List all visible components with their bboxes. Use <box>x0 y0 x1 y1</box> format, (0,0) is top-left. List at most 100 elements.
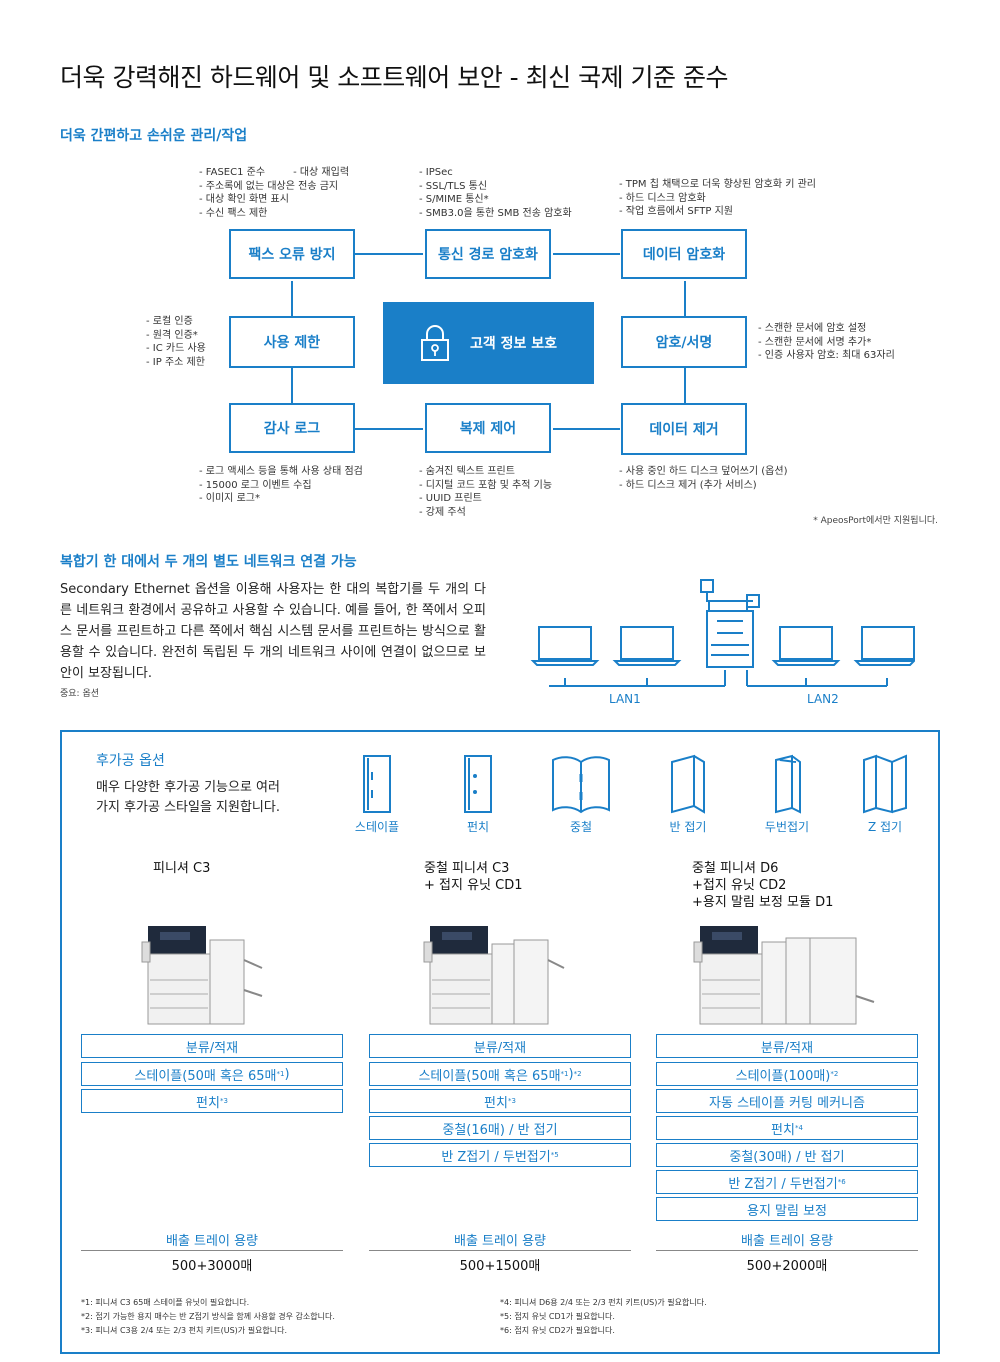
security-footnote: * ApeosPort에서만 지원됩니다. <box>813 516 938 526</box>
printer-finisher-d6-image <box>693 926 875 1025</box>
note-line: - IPSec <box>419 167 453 178</box>
spec-text: 펀치 <box>771 1122 795 1138</box>
spec-item: 자동 스테이플 커팅 메커니즘 <box>656 1089 918 1113</box>
connector-line <box>291 368 293 403</box>
feature-label: 펀치 <box>466 820 490 834</box>
note-line: - 로그 액세스 등을 통해 사용 상태 점검 <box>199 466 363 477</box>
page-title: 더욱 강력해진 하드웨어 및 소프트웨어 보안 - 최신 국제 기준 준수 <box>60 63 729 92</box>
model-2-name: 중철 피니셔 C3 + 접지 유닛 CD1 <box>424 860 523 894</box>
spec-text: 중철(16매) / 반 접기 <box>442 1122 558 1138</box>
footnote: *6: 접지 유닛 CD2가 필요합니다. <box>500 1326 615 1335</box>
note-line: - 스캔한 문서에 서명 추가* <box>758 336 872 348</box>
printer-icon <box>700 579 760 668</box>
note-line: - 대상 재입력 <box>293 167 350 178</box>
spec-text: 펀치 <box>196 1095 220 1111</box>
spec-item: 분류/적재 <box>81 1034 343 1058</box>
note-line: - 로컬 인증 <box>146 316 193 327</box>
note-line: - UUID 프린트 <box>419 493 482 504</box>
network-note: 중요: 옵션 <box>60 689 100 699</box>
spec-footnote-ref: *3 <box>219 1097 228 1105</box>
spec-text: 분류/적재 <box>473 1040 527 1056</box>
printer-finisher-c3-image <box>141 926 263 1025</box>
spec-item: 펀치*4 <box>656 1116 918 1140</box>
model-name-line: 중철 피니셔 C3 <box>424 861 510 876</box>
footnote: *4: 피니셔 D6용 2/4 또는 2/3 펀치 키트(US)가 필요합니다. <box>500 1298 707 1307</box>
spec-text-tail: ) <box>284 1066 290 1082</box>
lock-icon <box>420 325 449 361</box>
spec-item: 반 Z접기 / 두번접기*6 <box>656 1170 918 1194</box>
note-line: - 하드 디스크 암호화 <box>619 192 706 204</box>
node-fax: 팩스 오류 방지 <box>229 229 355 279</box>
footnote: *5: 접지 유닛 CD1가 필요합니다. <box>500 1312 615 1321</box>
node-erase: 데이터 제거 <box>621 403 747 455</box>
model-1-name: 피니셔 C3 <box>153 860 210 877</box>
capacity-label: 배출 트레이 용량 <box>166 1234 258 1249</box>
note-line: - 주소록에 없는 대상은 전송 금지 <box>199 180 339 192</box>
note-line: - S/MIME 통신* <box>419 194 489 205</box>
spec-footnote-ref: *2 <box>573 1070 582 1078</box>
note-line: - 하드 디스크 제거 (추가 서비스) <box>619 479 757 491</box>
feature-label: 중철 <box>569 820 593 834</box>
spec-text: 스테이플(50매 혹은 65매 <box>418 1068 561 1084</box>
tri-fold-icon <box>775 754 801 814</box>
spec-footnote-ref: *5 <box>550 1151 559 1159</box>
footnotes-left: *1: 피니셔 C3 65매 스테이플 유닛이 필요합니다. *2: 접기 가능… <box>81 1296 335 1338</box>
note-line: - IP 주소 제한 <box>146 356 205 368</box>
note-usage: - 로컬 인증 - 원격 인증* - IC 카드 사용 - IP 주소 제한 <box>146 315 206 369</box>
note-line: - 대상 확인 화면 표시 <box>199 194 289 205</box>
spec-item: 용지 말림 보정 <box>656 1197 918 1221</box>
spec-text: 분류/적재 <box>185 1040 239 1056</box>
spec-item: 스테이플(50매 혹은 65매*1) <box>81 1062 343 1086</box>
model-3-name: 중철 피니셔 D6 +접지 유닛 CD2 +용지 말림 보정 모듈 D1 <box>692 860 833 911</box>
feature-label: 두번접기 <box>764 820 810 834</box>
note-line: - 사용 중인 하드 디스크 덮어쓰기 (옵션) <box>619 466 788 477</box>
lan-lines <box>549 670 888 687</box>
finishing-description-line: 가지 후가공 스타일을 지원합니다. <box>96 800 280 815</box>
spec-footnote-ref: *2 <box>830 1070 839 1078</box>
network-heading: 복합기 한 대에서 두 개의 별도 네트워크 연결 가능 <box>60 554 357 570</box>
note-line: - SSL/TLS 통신 <box>419 180 488 192</box>
finishing-panel <box>60 730 940 1354</box>
footnote: *1: 피니셔 C3 65매 스테이플 유닛이 필요합니다. <box>81 1298 250 1307</box>
note-line: - 디지털 코드 포함 및 추적 기능 <box>419 479 553 491</box>
finishing-description: 매우 다양한 후가공 기능으로 여러 가지 후가공 스타일을 지원합니다. <box>96 778 280 818</box>
capacity-value: 500+2000매 <box>746 1259 828 1274</box>
note-line: - 인증 사용자 암호: 최대 63자리 <box>758 350 895 361</box>
note-line: - 15000 로그 이벤트 수집 <box>199 479 312 491</box>
connector-line <box>553 253 620 255</box>
spec-text: 반 Z접기 / 두번접기 <box>728 1176 838 1192</box>
spec-item: 반 Z접기 / 두번접기*5 <box>369 1143 631 1167</box>
printer-finisher-c3-cd1-image <box>423 926 565 1025</box>
connector-line <box>291 281 293 316</box>
note-line: - IC 카드 사용 <box>146 343 206 354</box>
half-fold-icon <box>671 754 705 814</box>
footnotes-right: *4: 피니셔 D6용 2/4 또는 2/3 펀치 키트(US)가 필요합니다.… <box>500 1296 707 1338</box>
punch-icon <box>464 755 492 813</box>
model-name-line: +접지 유닛 CD2 <box>692 878 787 893</box>
spec-footnote-ref: *1 <box>560 1070 569 1078</box>
connector-line <box>553 428 620 430</box>
spec-text: 중철(30매) / 반 접기 <box>729 1149 845 1165</box>
note-line: - SMB3.0을 통한 SMB 전송 암호화 <box>419 207 572 219</box>
capacity-divider <box>656 1250 918 1251</box>
node-comm: 통신 경로 암호화 <box>425 229 551 279</box>
model-name-line: +용지 말림 보정 모듈 D1 <box>692 895 834 910</box>
footnote: *3: 피니셔 C3용 2/4 또는 2/3 펀치 키트(US)가 필요합니다. <box>81 1326 288 1335</box>
feature-label: 반 접기 <box>669 820 707 834</box>
note-line: - 작업 흐름에서 SFTP 지원 <box>619 206 733 217</box>
note-comm: - IPSec - SSL/TLS 통신 - S/MIME 통신* - SMB3… <box>419 166 572 220</box>
staple-icon <box>363 755 391 813</box>
spec-text-tail: ) <box>568 1066 574 1082</box>
model-name-line: 중철 피니셔 D6 <box>692 861 779 876</box>
spec-text: 분류/적재 <box>760 1040 814 1056</box>
node-usage: 사용 제한 <box>229 316 355 368</box>
spec-item: 중철(30매) / 반 접기 <box>656 1143 918 1167</box>
laptop-icon <box>853 626 915 666</box>
capacity-label: 배출 트레이 용량 <box>454 1234 546 1249</box>
note-sign: - 스캔한 문서에 암호 설정 - 스캔한 문서에 서명 추가* - 인증 사용… <box>758 322 895 363</box>
note-data-encryption: - TPM 칩 채택으로 더욱 향상된 암호화 키 관리 - 하드 디스크 암호… <box>619 178 816 219</box>
spec-item: 스테이플(50매 혹은 65매*1)*2 <box>369 1062 631 1086</box>
note-line: - 강제 주석 <box>419 506 466 518</box>
note-audit: - 로그 액세스 등을 통해 사용 상태 점검 - 15000 로그 이벤트 수… <box>199 465 363 506</box>
spec-text: 용지 말림 보정 <box>746 1203 828 1219</box>
